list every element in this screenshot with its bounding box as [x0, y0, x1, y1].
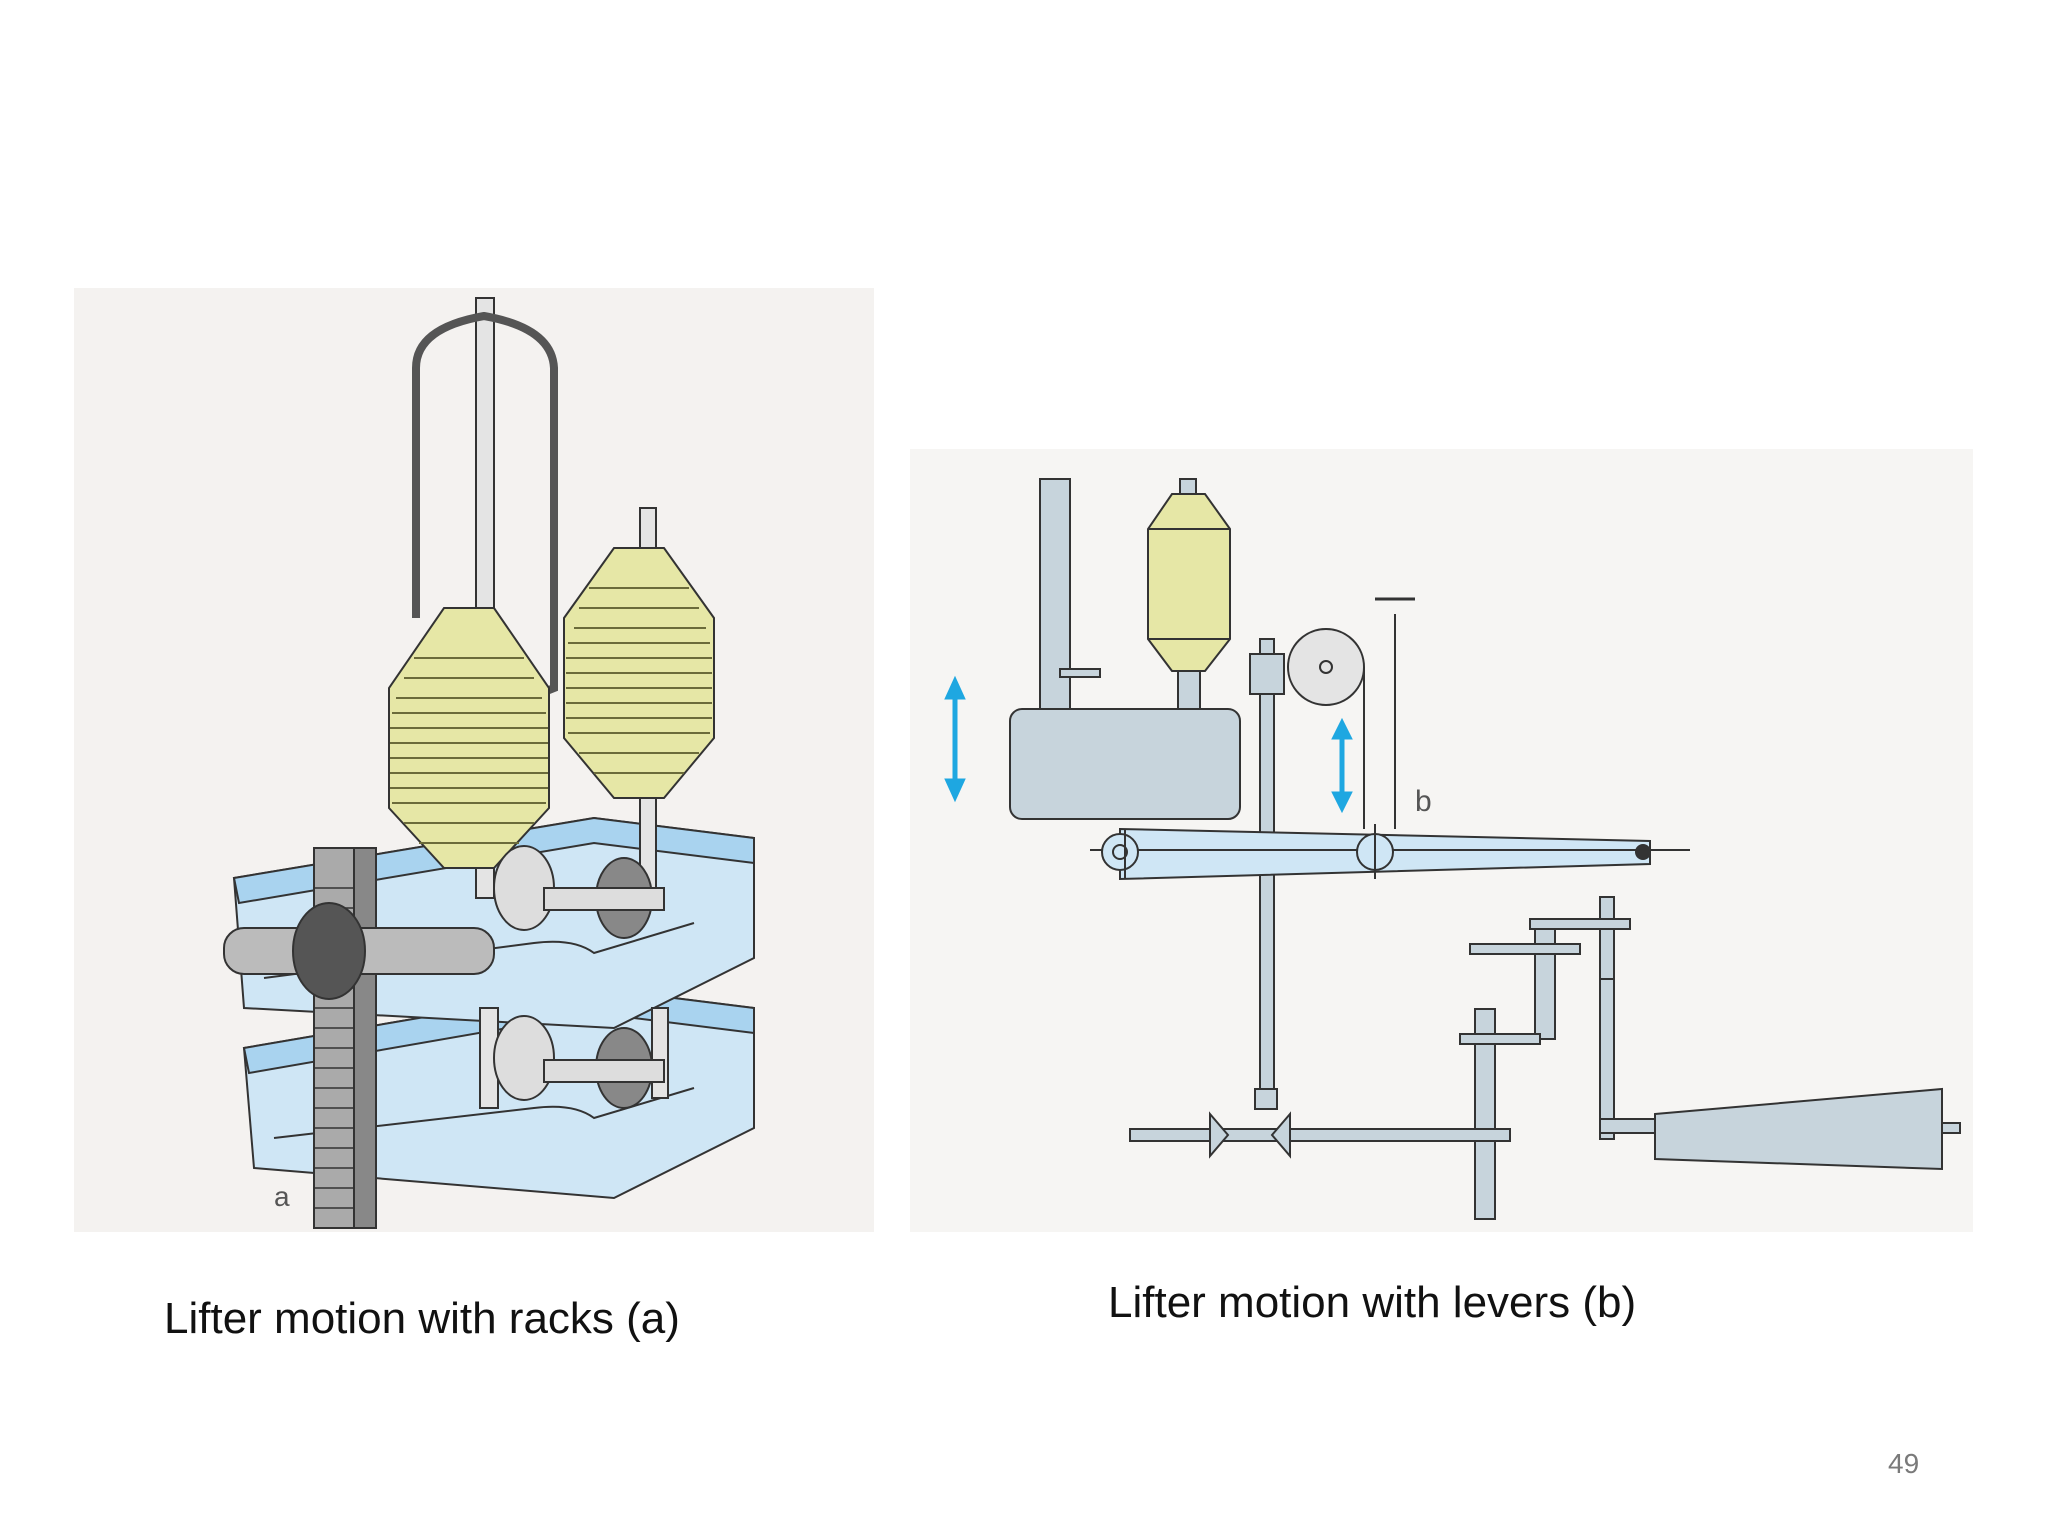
- page-number: 49: [1888, 1448, 1920, 1479]
- up-down-arrow-left: [944, 675, 966, 803]
- bobbin-right: [563, 547, 715, 799]
- bobbin-left: [388, 607, 550, 869]
- pulley: [1287, 628, 1365, 706]
- figure-a-rack-lifter: a: [74, 288, 874, 1232]
- up-down-arrow-right: [1331, 717, 1353, 814]
- lever[interactable]: [1090, 824, 1690, 881]
- flyer: [412, 311, 558, 712]
- lever-lifter-diagram: b: [944, 478, 1961, 1220]
- caption-figure-b: Lifter motion with levers (b): [1108, 1278, 1637, 1327]
- figure-b-lever-lifter: b: [910, 449, 1973, 1232]
- gear-train[interactable]: [1129, 896, 1961, 1220]
- bobbin: [1147, 478, 1231, 710]
- rack-lifter-illustration: a: [223, 297, 755, 1229]
- bevel-gears: [493, 845, 665, 1109]
- figure-a-letter: a: [274, 1181, 290, 1212]
- figure-b-letter: b: [1415, 785, 1432, 818]
- lifting-rail: [1009, 708, 1241, 820]
- pinion-shaft[interactable]: [223, 902, 495, 1000]
- caption-figure-a: Lifter motion with racks (a): [164, 1294, 680, 1343]
